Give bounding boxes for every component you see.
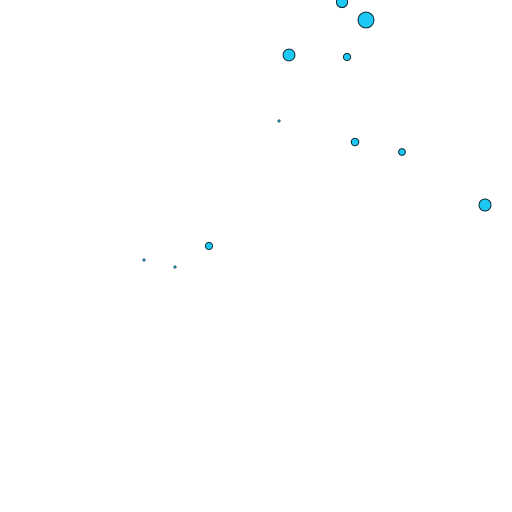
map-marker[interactable]	[398, 148, 406, 156]
map-marker[interactable]	[350, 137, 360, 147]
map-marker[interactable]	[173, 265, 177, 269]
map-marker[interactable]	[342, 52, 352, 62]
map-marker[interactable]	[204, 241, 214, 251]
map-marker[interactable]	[142, 258, 146, 262]
map-marker[interactable]	[357, 11, 375, 29]
map-marker[interactable]	[478, 198, 492, 212]
map-marker[interactable]	[282, 48, 296, 62]
map-marker[interactable]	[335, 0, 349, 9]
map-marker[interactable]	[277, 119, 281, 123]
marker-layer	[142, 0, 492, 269]
